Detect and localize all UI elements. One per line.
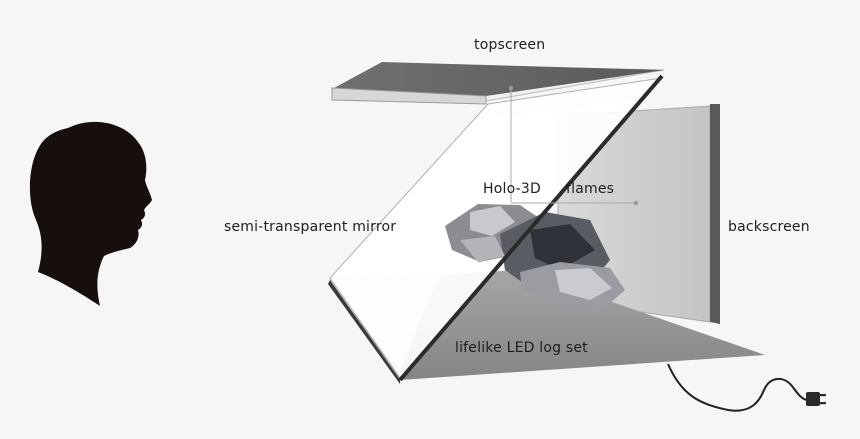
label-flames: flames <box>566 181 615 197</box>
power-cable <box>667 363 809 412</box>
head-silhouette-icon <box>29 121 152 306</box>
backscreen-edge <box>710 104 720 324</box>
leader-dot-top <box>508 85 514 91</box>
label-led-log-set: lifelike LED log set <box>455 340 588 356</box>
power-plug-icon <box>806 392 826 406</box>
topscreen-top <box>334 62 664 96</box>
floor-edge <box>328 280 400 384</box>
label-semi-transparent-mirror: semi-transparent mirror <box>224 219 397 235</box>
leader-dot-right <box>633 200 639 206</box>
led-log-set <box>445 204 625 312</box>
label-topscreen: topscreen <box>474 37 546 53</box>
label-holo-3d: Holo-3D <box>483 181 541 197</box>
label-backscreen: backscreen <box>728 219 810 235</box>
topscreen-front-edge <box>331 87 487 105</box>
mirror-frame <box>398 74 664 382</box>
